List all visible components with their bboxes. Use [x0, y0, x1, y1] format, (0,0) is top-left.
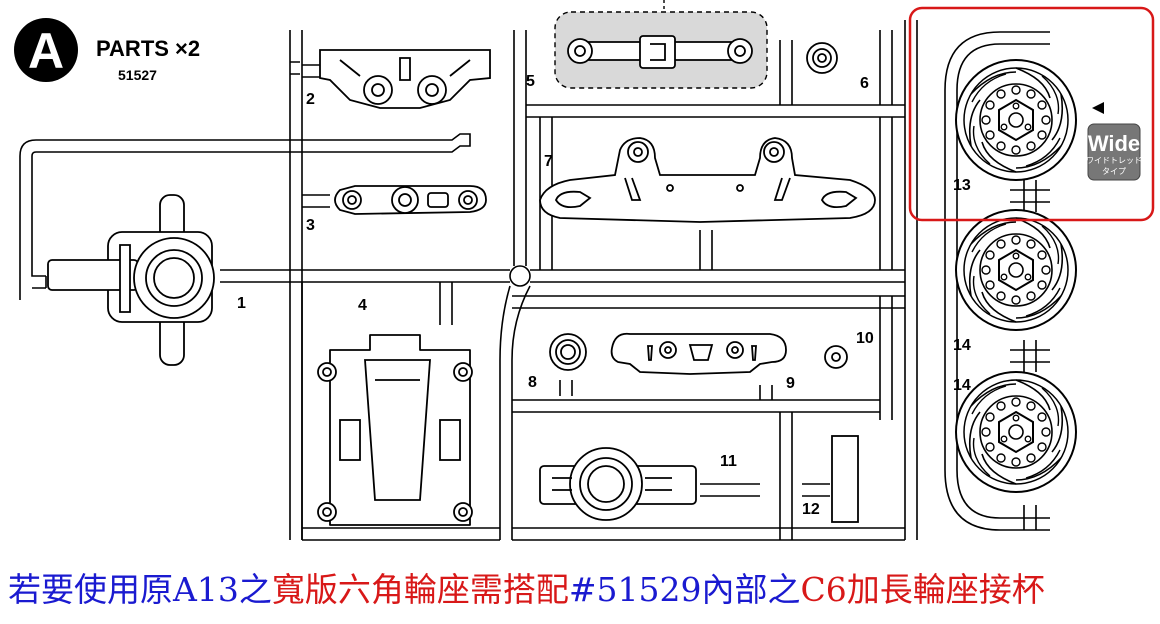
- part-label-4: 4: [358, 297, 367, 314]
- part-2: [319, 49, 491, 109]
- caption-note: 若要使用原A13之寬版六角輪座需搭配#51529內部之C6加長輪座接杯: [8, 562, 1158, 618]
- caption-segment: 若要使用原A13之: [8, 570, 272, 609]
- part-label-9: 9: [786, 375, 795, 392]
- caption-segment-highlight: 寬版六角輪座需搭配: [271, 570, 569, 609]
- part-8: [549, 333, 587, 371]
- parts-title: PARTS ×2: [96, 36, 200, 61]
- part-10: [824, 345, 848, 369]
- part-5: [554, 0, 768, 89]
- wide-badge: Wide ワイドトレッド タイプ: [1086, 102, 1142, 181]
- part-label-5: 5: [526, 73, 535, 90]
- part-label-14: 14: [953, 377, 971, 394]
- part-label-3: 3: [306, 217, 315, 234]
- part-14-hub: [955, 371, 1077, 493]
- part-4: [317, 334, 473, 526]
- part-label-8: 8: [528, 374, 537, 391]
- highlight-box: [908, 6, 1155, 222]
- wide-sub-label: タイプ: [1102, 167, 1126, 176]
- part-9: [610, 332, 787, 375]
- part-6: [806, 42, 838, 74]
- wide-label: Wide: [1088, 131, 1140, 156]
- part-label-14: 14: [953, 337, 971, 354]
- part-label-1: 1: [237, 295, 246, 312]
- part-13-hub: [955, 59, 1077, 181]
- part-12: [831, 435, 859, 523]
- hub-sprue-frame: [944, 31, 1050, 531]
- part-label-13: 13: [953, 177, 971, 194]
- part-label-12: 12: [802, 501, 820, 518]
- caption-segment: #51529內部之: [568, 570, 801, 609]
- part-label-2: 2: [306, 91, 315, 108]
- part-label-6: 6: [860, 75, 869, 92]
- parts-badge: A: [14, 18, 78, 82]
- parts-code: 51527: [118, 67, 157, 83]
- part-11: [539, 447, 697, 521]
- part-1: [47, 194, 215, 366]
- part-label-7: 7: [544, 153, 553, 170]
- caption-segment-highlight: C6加長輪座接杯: [800, 570, 1045, 609]
- arrow-left-icon: [1092, 102, 1104, 114]
- part-14-hub: [955, 209, 1077, 331]
- wide-sub-label: ワイドトレッド: [1086, 156, 1142, 165]
- part-7: [539, 137, 876, 223]
- part-label-10: 10: [856, 330, 874, 347]
- parts-sprue-diagram: A PARTS ×2 51527: [14, 0, 1155, 541]
- part-3: [334, 185, 487, 215]
- part-label-11: 11: [720, 453, 737, 470]
- badge-letter: A: [28, 23, 64, 79]
